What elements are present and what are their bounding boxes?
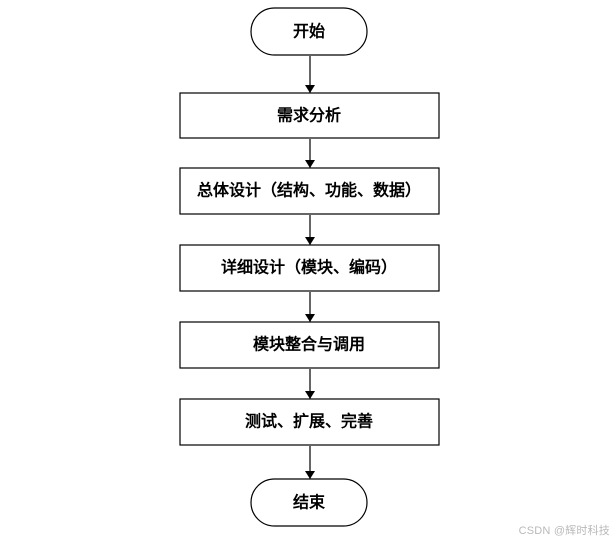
arrowhead-start-to-req	[305, 85, 315, 93]
arrowhead-detail-to-integrate	[305, 314, 315, 322]
end-terminal-shape	[250, 478, 368, 527]
watermark-text: CSDN @辉时科技	[518, 525, 610, 537]
arrowhead-test-to-end	[305, 471, 315, 479]
requirement-analysis-node: 需求分析	[179, 92, 440, 139]
testing-box	[179, 398, 440, 446]
start-terminal-shape	[250, 7, 368, 56]
arrowhead-req-to-overall	[305, 160, 315, 168]
end-node: 结束	[250, 478, 368, 527]
overall-design-box	[179, 167, 440, 215]
module-integration-label: 模块整合与调用	[253, 335, 365, 354]
connectors	[305, 56, 315, 479]
overall-design-node: 总体设计（结构、功能、数据）	[179, 167, 440, 215]
end-label: 结束	[292, 493, 326, 512]
testing-label: 测试、扩展、完善	[245, 412, 373, 431]
detailed-design-box	[179, 244, 440, 292]
start-node: 开始	[250, 7, 368, 56]
arrowhead-overall-to-detail	[305, 237, 315, 245]
module-integration-node: 模块整合与调用	[179, 321, 440, 369]
requirement-analysis-label: 需求分析	[277, 106, 341, 125]
testing-node: 测试、扩展、完善	[179, 398, 440, 446]
overall-design-label: 总体设计（结构、功能、数据）	[197, 181, 421, 200]
detailed-design-node: 详细设计（模块、编码）	[179, 244, 440, 292]
detailed-design-label: 详细设计（模块、编码）	[221, 258, 397, 277]
arrowhead-integrate-to-test	[305, 391, 315, 399]
module-integration-box	[179, 321, 440, 369]
start-label: 开始	[293, 22, 325, 41]
requirement-analysis-box	[179, 92, 440, 139]
